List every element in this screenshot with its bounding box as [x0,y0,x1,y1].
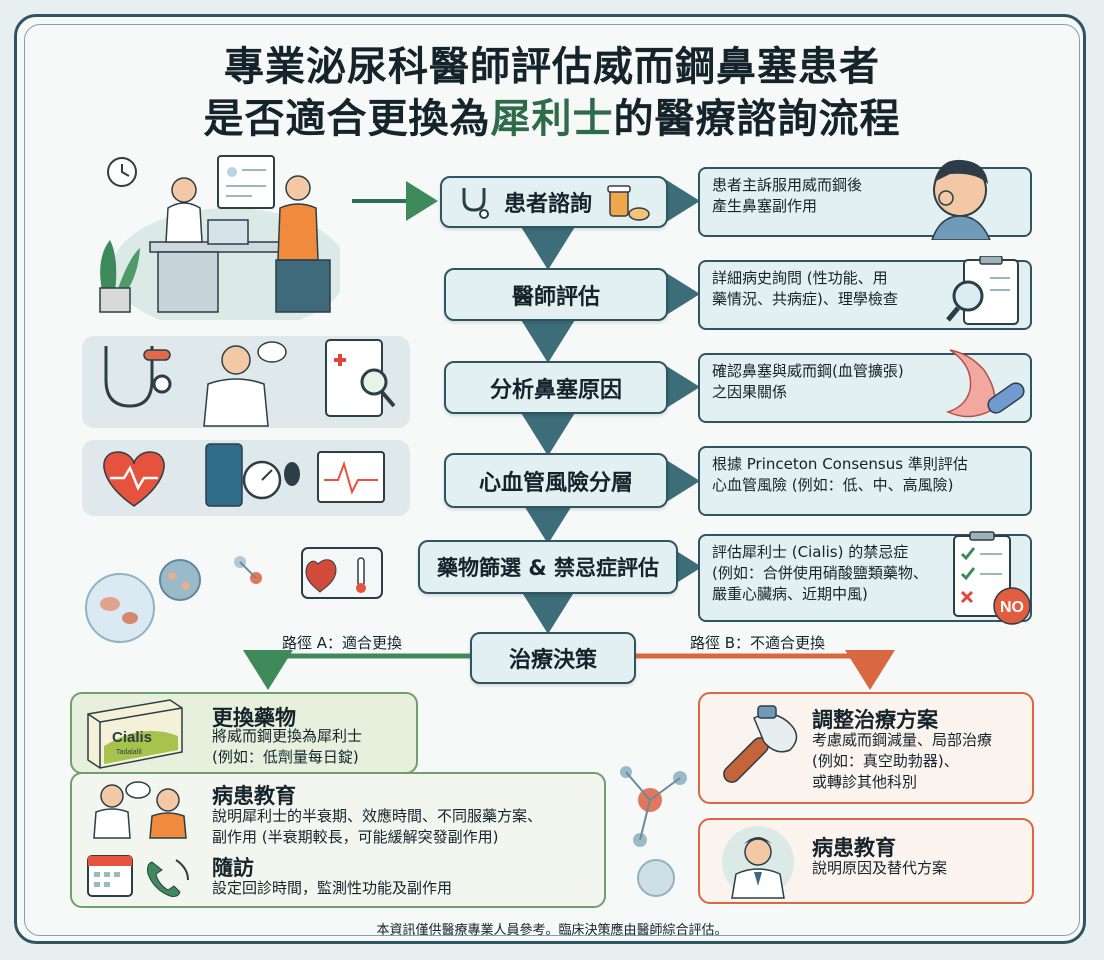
step-label: 心血管風險分層 [478,470,633,496]
path-b-adjust-title: 調整治療方案 [812,708,938,732]
path-b-label: 路徑 B：不適合更換 [690,634,826,652]
checklist-icon: NO [953,531,1031,625]
doctor-patient-talk-icon [93,781,187,839]
note-cardio-risk: 根據 Princeton Consensus 準則評估 心血管風險 (例如：低、… [698,446,1032,516]
path-b-adjust-line2: (例如：真空助勃器)、 [812,752,959,770]
title-prefix: 是否適合更換為 [203,96,491,142]
note-line: 患者主訴服用威而鋼後 [712,176,863,194]
note-line: 詳細病史詢問 (性功能、用 [712,269,888,287]
stethoscope-icon [462,188,489,219]
path-a-arrow [243,650,470,690]
pill-bottle-icon [607,185,650,221]
patient-nose-icon [931,159,991,240]
page-title-line1: 專業泌尿科醫師評估威而鋼鼻塞患者 [224,44,880,90]
nose-pill-icon [945,349,1025,418]
doctor-exam-illustration [104,339,396,427]
doctor-avatar-icon [722,826,794,899]
chart-poster-icon [217,155,275,209]
title-highlight: 犀利士 [490,96,614,142]
note-line: 之因果關係 [712,383,788,401]
note-line: 評估犀利士 (Cialis) 的禁忌症 [712,543,909,561]
path-b-adjust-line3: 或轉診其他科別 [812,773,918,791]
microbe-illustration [85,547,383,643]
step-label: 藥物篩選 & 禁忌症評估 [437,556,659,580]
step-drug-screening[interactable]: 藥物篩選 & 禁忌症評估 [418,540,678,594]
clipboard-magnifier-icon [946,256,1019,325]
cialis-sub-text: Tadalafil [116,749,142,756]
path-b-arrow [636,650,895,690]
note-line: 產生鼻塞副作用 [712,197,818,215]
step-cardio-risk[interactable]: 心血管風險分層 [444,453,668,508]
step-analyze-cause[interactable]: 分析鼻塞原因 [444,361,668,414]
title-suffix: 的醫療諮詢流程 [613,96,901,142]
calendar-phone-icon [87,855,189,897]
cialis-brand-text: Cialis [112,729,152,746]
path-a-followup-line1: 設定回診時間，監測性功能及副作用 [212,879,453,897]
path-b-adjust-line1: 考慮威而鋼減量、局部治療 [812,731,993,749]
step-treatment-decision[interactable]: 治療決策 [470,632,636,684]
path-a-switch-line1: 將威而鋼更換為犀利士 [212,727,363,745]
no-badge-text: NO [1000,599,1024,616]
path-a-switch-line2: (例如：低劑量每日錠) [212,748,359,766]
note-line: 嚴重心臟病、近期中風) [712,585,868,603]
note-line: 心血管風險 (例如：低、中、高風險) [712,476,954,494]
path-a-edu-title: 病患教育 [212,784,296,808]
path-a-edu-line1: 說明犀利士的半衰期、效應時間、不同服藥方案、 [212,807,543,825]
note-line: 確認鼻塞與威而鋼(血管擴張) [712,362,904,380]
note-line: 藥情況、共病症)、理學檢查 [712,290,898,308]
ecg-monitor-icon [317,451,385,503]
step-label: 患者諮詢 [503,192,592,217]
molecule-decor [620,766,687,897]
phone-icon [147,861,181,897]
step-label: 治療決策 [508,648,597,673]
step-doctor-eval[interactable]: 醫師評估 [444,268,668,321]
cardio-illustration [103,443,385,507]
cialis-box-icon: Cialis Tadalafil [87,699,183,769]
consultation-illustration [99,155,340,320]
path-a-edu-line2: 副作用 (半衰期較長，可能緩解突發副作用) [212,828,499,846]
page-title-line2: 是否適合更換為犀利士的醫療諮詢流程 [0,86,1104,144]
path-a-label: 路徑 A：適合更換 [282,634,403,652]
note-line: 根據 Princeton Consensus 準則評估 [712,455,968,473]
path-b-edu-line1: 說明原因及替代方案 [812,859,948,877]
vacuum-device-icon [723,705,798,783]
footer-disclaimer: 本資訊僅供醫療專業人員參考。臨床決策應由醫師綜合評估。 [376,923,728,938]
step-label: 分析鼻塞原因 [489,377,622,403]
blood-pressure-cuff-icon [205,443,243,507]
note-line: (例如：合併使用硝酸鹽類藥物、 [712,564,928,582]
step-label: 醫師評估 [511,284,600,310]
path-b-edu-title: 病患教育 [812,836,896,860]
path-a-switch-title: 更換藥物 [212,706,296,730]
no-badge-icon [993,587,1031,625]
step-patient-consult[interactable]: 患者諮詢 [440,176,668,228]
path-a-followup-title: 隨訪 [212,856,254,880]
